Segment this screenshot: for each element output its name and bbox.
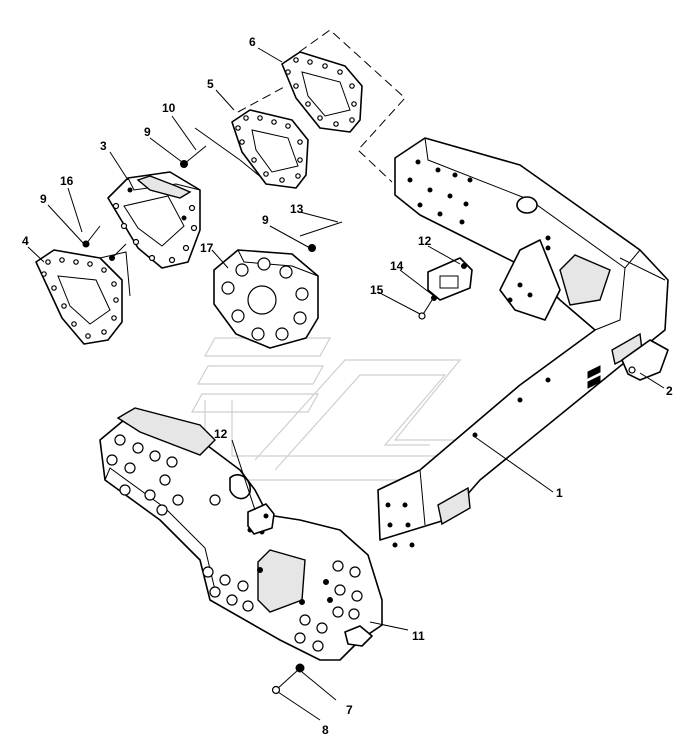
callout-4: 4 xyxy=(22,234,29,248)
callout-17: 17 xyxy=(200,241,214,255)
callout-6: 6 xyxy=(249,35,256,49)
callout-7: 7 xyxy=(346,703,353,717)
callout-1: 1 xyxy=(556,486,563,500)
housing-3 xyxy=(107,171,201,269)
callout-2: 2 xyxy=(666,384,673,398)
callout-9-left: 9 xyxy=(40,192,47,206)
callout-labels: 1 2 3 4 5 6 7 8 9 9 9 10 11 12 12 13 14 … xyxy=(22,35,673,737)
rear-mount-bracket xyxy=(621,339,669,381)
callout-13: 13 xyxy=(290,202,304,216)
gasket-5 xyxy=(231,109,309,189)
callout-11: 11 xyxy=(412,629,425,643)
side-plate xyxy=(99,407,383,661)
callout-14: 14 xyxy=(390,259,404,273)
bolt-washer-14-15 xyxy=(418,295,437,320)
callout-10: 10 xyxy=(162,101,176,115)
main-frame xyxy=(377,137,669,548)
plate-4 xyxy=(35,249,131,345)
callout-12-upper: 12 xyxy=(418,234,432,248)
bolt-washer-7-8 xyxy=(271,663,305,695)
motor-17 xyxy=(213,221,343,349)
clip-bracket-lower xyxy=(247,503,275,535)
bolts-upper-left xyxy=(82,145,207,261)
callout-8: 8 xyxy=(322,723,329,737)
callout-3: 3 xyxy=(100,139,107,153)
callout-15: 15 xyxy=(370,283,384,297)
callout-16: 16 xyxy=(60,174,74,188)
leader-lines xyxy=(27,47,665,721)
callout-9-middle: 9 xyxy=(262,213,269,227)
gasket-6 xyxy=(281,51,363,133)
callout-12-lower: 12 xyxy=(214,427,228,441)
clip-bracket-upper xyxy=(427,257,473,301)
callout-9-upper: 9 xyxy=(144,125,151,139)
callout-5: 5 xyxy=(207,77,214,91)
